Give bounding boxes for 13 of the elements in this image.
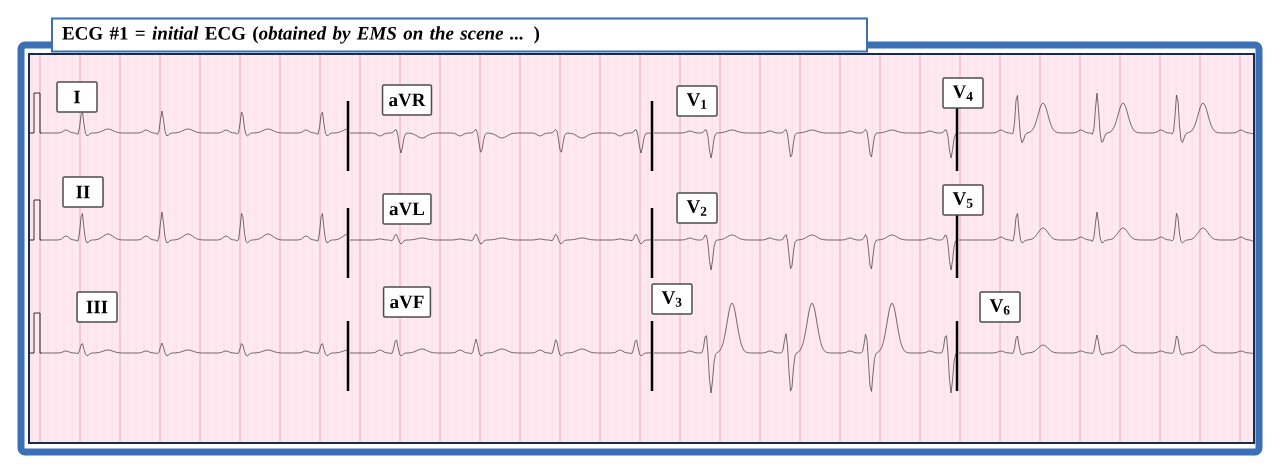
lead-label: aVF [382,286,432,318]
lead-label: III [76,291,118,323]
lead-label: V$_{3}$ [651,283,693,315]
lead-label: V$_{2}$ [676,192,718,224]
title-box: ECG #1 = initial ECG (obtained by EMS on the scene ... ) [51,17,868,53]
lead-label: I [56,81,98,113]
lead-label: V$_{4}$ [942,77,984,109]
lead-label: aVL [382,193,432,225]
lead-label: aVR [381,84,433,116]
lead-label: V$_{5}$ [942,184,984,216]
lead-label: V$_{6}$ [979,291,1021,323]
lead-label: II [62,176,104,208]
lead-label: V$_{1}$ [676,85,718,117]
